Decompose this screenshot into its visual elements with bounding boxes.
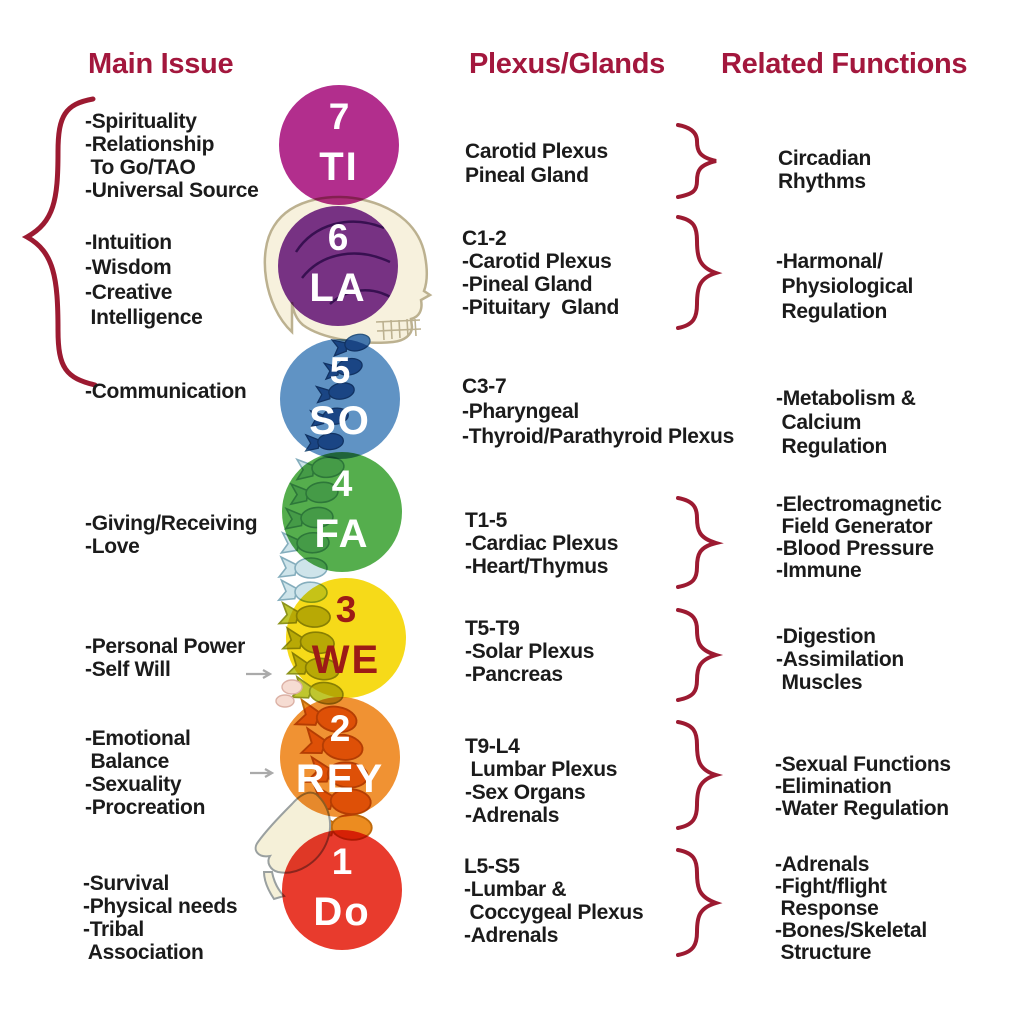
chakra-label-2: 2 REY	[280, 697, 400, 817]
chakra-circle-5	[280, 339, 400, 459]
chakra-number: 2	[329, 708, 351, 749]
chakra-circle-3	[286, 578, 406, 698]
chakra-syllable: FA	[314, 512, 370, 556]
chakra-syllable: LA	[309, 266, 367, 310]
main-issue-row-6: -Intuition -Wisdom -Creative Intelligenc…	[85, 231, 203, 329]
plexus-row-4: T1-5 -Cardiac Plexus -Heart/Thymus	[465, 509, 619, 578]
chakra-label-5: 5 SO	[280, 339, 400, 459]
chakra-number: 3	[335, 589, 357, 630]
chakra-syllable: REY	[295, 757, 385, 801]
chakra-number: 6	[327, 217, 349, 258]
chakra-syllable: TI	[319, 145, 359, 189]
functions-row-4: -Electromagnetic Field Generator -Blood …	[776, 493, 942, 582]
brace-row-2	[676, 720, 724, 830]
header-related-functions: Related Functions	[721, 48, 968, 80]
chakra-circle-2	[280, 697, 400, 817]
chakra-syllable: SO	[309, 399, 371, 443]
chakra-circle-4	[282, 452, 402, 572]
plexus-row-7: Carotid Plexus Pineal Gland	[465, 140, 608, 187]
chakra-circle-7	[279, 85, 399, 205]
chakra-number: 1	[331, 841, 353, 882]
main-issue-row-5: -Communication	[85, 380, 247, 403]
plexus-row-5: C3-7 -Pharyngeal -Thyroid/Parathyroid Pl…	[462, 375, 734, 448]
plexus-row-6: C1-2 -Carotid Plexus -Pineal Gland -Pitu…	[462, 227, 620, 319]
header-plexus-glands: Plexus/Glands	[469, 48, 665, 80]
chakra-label-3: 3 WE	[286, 578, 406, 698]
brace-row-3	[676, 608, 724, 702]
plexus-row-2: T9-L4 Lumbar Plexus -Sex Organs -Adrenal…	[465, 735, 618, 827]
plexus-row-1: L5-S5 -Lumbar & Coccygeal Plexus -Adrena…	[464, 855, 644, 947]
chakra-number: 7	[328, 96, 350, 137]
brace-row-1	[676, 848, 723, 957]
main-issue-row-1: -Survival -Physical needs -Tribal Associ…	[83, 872, 238, 964]
main-issue-row-3: -Personal Power -Self Will	[85, 635, 246, 681]
functions-row-3: -Digestion -Assimilation Muscles	[776, 625, 904, 694]
brace-row-6	[676, 215, 723, 330]
functions-row-2: -Sexual Functions -Elimination -Water Re…	[775, 753, 951, 820]
brace-row-7	[676, 123, 717, 199]
chakra-circle-1	[282, 830, 402, 950]
chakra-syllable: WE	[311, 638, 381, 682]
chakra-label-6: 6 LA	[278, 206, 398, 326]
main-issue-row-2: -Emotional Balance -Sexuality -Procreati…	[85, 727, 206, 819]
chakra-number: 4	[331, 463, 353, 504]
header-main-issue: Main Issue	[88, 48, 234, 80]
functions-row-6: -Harmonal/ Physiological Regulation	[776, 250, 914, 323]
main-issue-row-4: -Giving/Receiving -Love	[85, 512, 258, 558]
chakra-circle-6	[278, 206, 398, 326]
chakra-syllable: Do	[313, 890, 371, 934]
pointer-arrow-icon	[246, 669, 275, 778]
plexus-row-3: T5-T9 -Solar Plexus -Pancreas	[465, 617, 595, 686]
functions-row-7: Circadian Rhythms	[778, 147, 871, 193]
chakra-label-4: 4 FA	[282, 452, 402, 572]
chakra-number: 5	[329, 350, 351, 391]
functions-row-5: -Metabolism & Calcium Regulation	[776, 387, 916, 458]
functions-row-1: -Adrenals -Fight/flight Response -Bones/…	[775, 853, 927, 964]
main-issue-row-7: -Spirituality -Relationship To Go/TAO -U…	[85, 110, 259, 202]
brace-row-4	[676, 496, 724, 589]
chakra-label-7: 7 TI	[279, 85, 399, 205]
chakra-label-1: 1 Do	[282, 830, 402, 950]
